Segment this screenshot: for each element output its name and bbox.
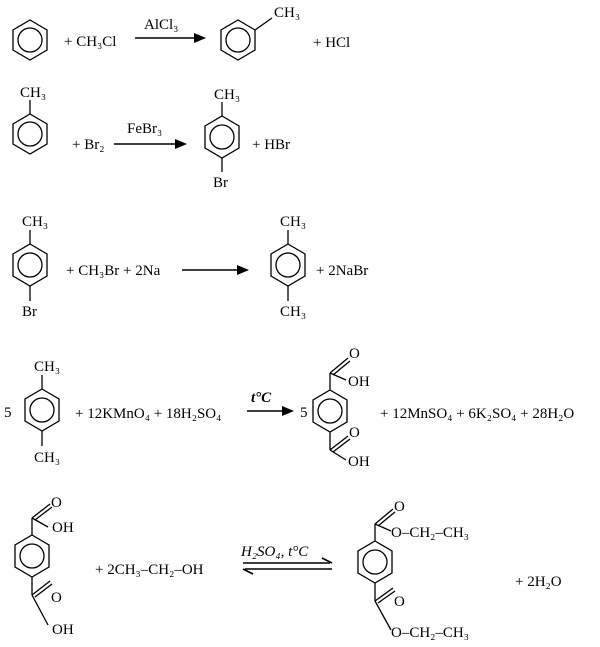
byproduct: + 2NaBr [316, 263, 368, 279]
xylene-ring [24, 375, 60, 446]
reactant-plus: + CH₃Br + 2Na [66, 263, 161, 279]
carboxyl-hydroxyl-bottom: OH [348, 454, 370, 470]
arrow-head [282, 406, 294, 416]
product-methyl: CH₃ [214, 87, 240, 103]
reactant-plus: + 12KMnO₄ + 18H₂SO₄ [75, 406, 221, 422]
arrow-head [237, 265, 249, 275]
carboxyl-hydroxyl-top: OH [52, 520, 74, 536]
product-methyl-bottom: CH₃ [280, 304, 306, 320]
arrow-head [194, 33, 206, 43]
ethanol-reagent: + 2CH₃–CH₂–OH [95, 562, 204, 578]
carboxyl-hydroxyl-bottom: OH [52, 622, 74, 638]
catalyst-label: FeBr₃ [127, 121, 162, 137]
byproduct: + HBr [252, 137, 290, 153]
benzene-ring [12, 19, 48, 61]
byproduct: + 12MnSO₄ + 6K₂SO₄ + 28H₂O [380, 406, 574, 422]
reaction-1: + CH₃Cl AlCl₃ CH₃ + HCl [12, 5, 350, 61]
toluene-ring [220, 17, 273, 61]
condition-label: H₂SO₄, t°C [240, 544, 309, 560]
reactant-1-plus: + CH₃Cl [64, 34, 116, 50]
ester-oxygen-top: O [394, 499, 405, 515]
terephthalic-acid [14, 503, 53, 626]
toluene-ring [12, 100, 48, 155]
reactant-plus: + Br₂ [72, 137, 104, 153]
reactant-methyl: CH₃ [22, 214, 48, 230]
reactant-methyl-top: CH₃ [34, 359, 60, 375]
coefficient: 5 [4, 405, 12, 421]
equilibrium-arrow [242, 557, 333, 575]
bromotoluene-ring [12, 230, 48, 301]
carboxyl-oxygen-bottom: O [51, 590, 62, 606]
carboxyl-oxygen-bottom: O [349, 425, 360, 441]
xylene-ring [270, 230, 306, 301]
carboxyl-oxygen-top: O [51, 495, 62, 511]
reactant-methyl: CH₃ [20, 85, 46, 101]
diethyl-terephthalate [357, 508, 396, 631]
product-coefficient: 5 [300, 405, 308, 421]
carboxyl-hydroxyl-top: OH [348, 374, 370, 390]
byproduct: + HCl [313, 35, 350, 51]
product-bromo: Br [213, 175, 228, 191]
ester-chain-top: O–CH₂–CH₃ [391, 525, 469, 541]
ester-oxygen-bottom: O [394, 594, 405, 610]
carboxyl-oxygen-top: O [349, 346, 360, 362]
byproduct: + 2H₂O [515, 574, 562, 590]
condition-label: t°C [251, 390, 272, 406]
catalyst-label: AlCl₃ [144, 17, 178, 33]
product-methyl-top: CH₃ [280, 214, 306, 230]
reactant-methyl-bottom: CH₃ [34, 450, 60, 466]
terephthalic-acid [312, 357, 351, 461]
product-methyl: CH₃ [274, 5, 300, 21]
arrow-head [175, 139, 187, 149]
reaction-3: CH₃ Br + CH₃Br + 2Na CH₃ CH₃ + 2NaBr [12, 214, 368, 320]
reaction-2: CH₃ + Br₂ FeBr₃ CH₃ Br + HBr [12, 85, 290, 191]
reactant-bromo: Br [22, 304, 37, 320]
bromotoluene-ring [204, 102, 240, 172]
reaction-4: 5 CH₃ CH₃ + 12KMnO₄ + 18H₂SO₄ t°C 5 [4, 346, 574, 470]
reaction-5: O OH O OH + 2CH₃–CH₂–OH H₂SO₄, t°C O [14, 495, 562, 641]
ester-chain-bottom: O–CH₂–CH₃ [391, 625, 469, 641]
